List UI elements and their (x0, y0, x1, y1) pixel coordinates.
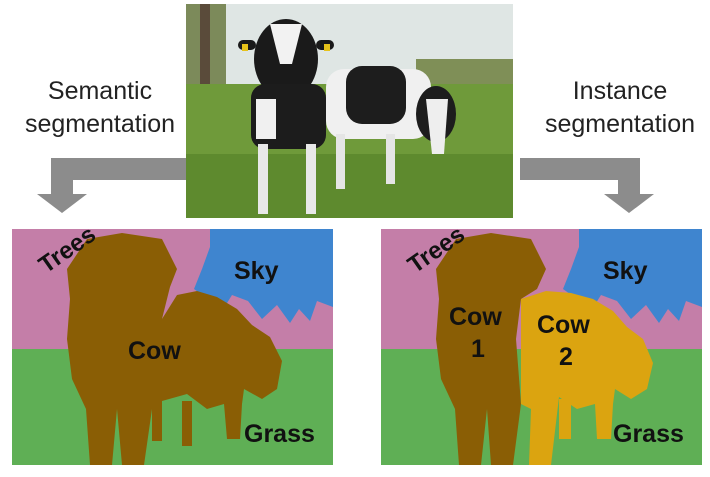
label-grass: Grass (244, 420, 315, 448)
left-elbow-arrow (37, 158, 186, 213)
label-sky: Sky (234, 257, 279, 285)
semantic-segmentation-panel: Trees Sky Cow Grass (12, 229, 333, 465)
right-elbow-arrow (520, 158, 654, 213)
cow-2-region (521, 291, 653, 465)
photo-cow-1 (238, 19, 334, 214)
semantic-label-line2: segmentation (24, 110, 176, 138)
label-cow-1-line2: 1 (471, 335, 485, 363)
label-cow: Cow (128, 337, 181, 365)
instance-label-line1: Instance (572, 77, 668, 105)
label-cow-2-line1: Cow (537, 311, 590, 339)
instance-label-line2: segmentation (544, 110, 696, 138)
semantic-segmentation-label: Semantic segmentation (0, 75, 200, 141)
left-arrow-body (73, 158, 186, 180)
photo-cow-2 (326, 66, 456, 189)
label-sky: Sky (603, 257, 648, 285)
input-photo (186, 4, 513, 218)
label-cow-1-line1: Cow (449, 303, 502, 331)
label-grass: Grass (613, 420, 684, 448)
cow-1-region (436, 233, 546, 465)
label-cow-2-line2: 2 (559, 343, 573, 371)
sky-region (194, 229, 333, 323)
sky-region (563, 229, 702, 323)
instance-segmentation-panel: Trees Sky Cow 1 Cow 2 Grass (381, 229, 702, 465)
semantic-label-line1: Semantic (47, 77, 153, 105)
cow-region (67, 233, 282, 465)
instance-segmentation-label: Instance segmentation (520, 75, 710, 141)
